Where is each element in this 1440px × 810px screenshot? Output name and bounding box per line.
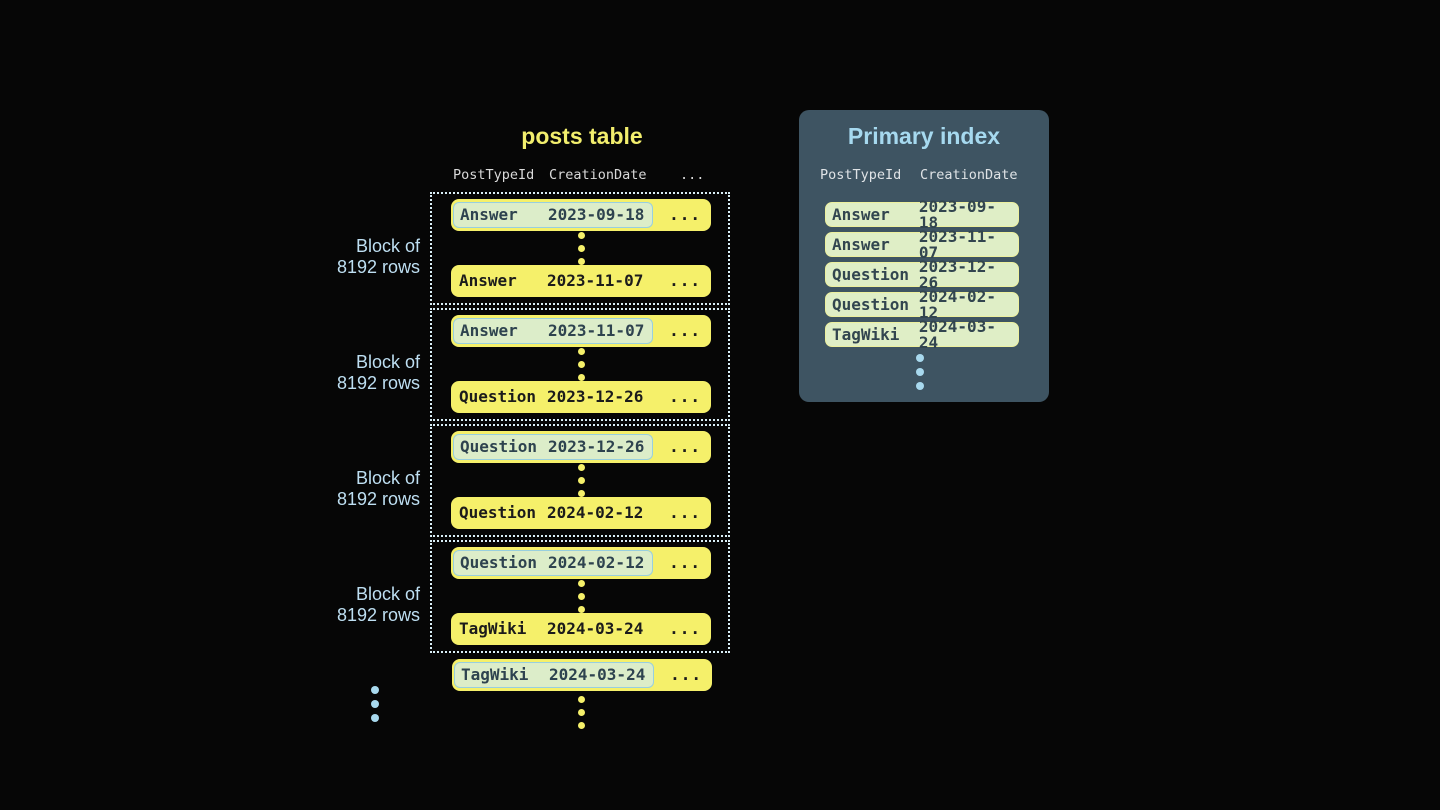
post-type-cell: Question (459, 503, 537, 522)
creation-date-cell: 2024-02-12 (918, 286, 996, 322)
row-block-4: Question 2024-02-12 ... TagWiki 2024-03-… (430, 540, 730, 653)
index-entry: Question 2023-12-26 (825, 258, 1019, 290)
table-row-next-block-first: TagWiki 2024-03-24 ... (452, 659, 712, 691)
index-entry: TagWiki 2024-03-24 (825, 318, 1019, 350)
row-block-2: Answer 2023-11-07 ... Question 2023-12-2… (430, 308, 730, 421)
row-ellipsis: ... (669, 387, 701, 406)
header-creation-date: CreationDate (920, 167, 1018, 183)
block-label-line2: 8192 rows (336, 489, 420, 509)
primary-index-entries: Answer 2023-09-18 Answer 2023-11-07 Ques… (825, 198, 1019, 350)
block-label-line1: Block of (355, 236, 420, 256)
posts-table-title: posts table (521, 123, 643, 149)
post-type-cell: Answer (459, 271, 517, 290)
indexed-entry-highlight: Answer 2023-11-07 (453, 318, 654, 344)
block-label-line1: Block of (355, 352, 420, 372)
table-row-last: Question 2023-12-26 ... (451, 381, 711, 413)
post-type-cell: Answer (832, 234, 890, 254)
row-ellipsis: ... (669, 503, 701, 522)
indexed-entry-highlight: TagWiki 2024-03-24 (454, 662, 655, 688)
block-label-line2: 8192 rows (336, 373, 420, 393)
post-type-cell: Answer (460, 321, 518, 340)
row-ellipsis: ... (669, 271, 701, 290)
row-ellipsis: ... (669, 321, 701, 340)
creation-date-cell: 2023-12-26 (548, 437, 645, 456)
table-row-first: Question 2023-12-26 ... (451, 431, 711, 463)
table-row-first: Answer 2023-09-18 ... (451, 199, 711, 231)
index-entry: Question 2024-02-12 (825, 288, 1019, 320)
creation-date-cell: 2024-03-24 (549, 665, 646, 684)
header-creation-date: CreationDate (549, 167, 647, 183)
posts-table-blocks: Answer 2023-09-18 ... Answer 2023-11-07 … (430, 192, 730, 656)
posts-table-header-row: PostTypeId CreationDate ... (453, 167, 704, 183)
post-type-cell: TagWiki (832, 324, 900, 344)
creation-date-cell: 2023-12-26 (918, 256, 996, 292)
header-post-type-id: PostTypeId (453, 167, 535, 183)
row-ellipsis: ... (670, 665, 702, 684)
block-label-line2: 8192 rows (336, 257, 420, 277)
block-label-4: Block of 8192 rows (240, 584, 420, 626)
post-type-cell: Question (460, 553, 538, 572)
indexed-entry-highlight: Question 2024-02-12 (453, 550, 654, 576)
creation-date-cell: 2024-02-12 (547, 503, 644, 522)
index-entry: Answer 2023-11-07 (825, 228, 1019, 260)
block-label-3: Block of 8192 rows (240, 468, 420, 510)
row-ellipsis: ... (669, 205, 701, 224)
block-label-line2: 8192 rows (336, 605, 420, 625)
creation-date-cell: 2023-09-18 (918, 196, 996, 232)
vertical-ellipsis-dots (577, 463, 585, 497)
block-label-2: Block of 8192 rows (240, 352, 420, 394)
block-label-1: Block of 8192 rows (240, 236, 420, 278)
post-type-cell: Answer (460, 205, 518, 224)
row-ellipsis: ... (669, 437, 701, 456)
row-ellipsis: ... (669, 553, 701, 572)
vertical-ellipsis-dots (577, 579, 585, 613)
creation-date-cell: 2024-03-24 (918, 316, 996, 352)
header-post-type-id: PostTypeId (820, 167, 902, 183)
primary-index-header-row: PostTypeId CreationDate (820, 167, 1018, 183)
more-index-entries-ellipsis-dots (916, 354, 924, 390)
primary-index-title: Primary index (847, 123, 1001, 149)
more-rows-ellipsis-dots (578, 696, 585, 729)
post-type-cell: TagWiki (459, 619, 527, 638)
row-ellipsis: ... (669, 619, 701, 638)
index-entry: Answer 2023-09-18 (825, 198, 1019, 230)
row-block-3: Question 2023-12-26 ... Question 2024-02… (430, 424, 730, 537)
creation-date-cell: 2024-02-12 (548, 553, 645, 572)
post-type-cell: TagWiki (461, 665, 529, 684)
creation-date-cell: 2023-11-07 (548, 321, 645, 340)
block-label-line1: Block of (355, 584, 420, 604)
indexed-entry-highlight: Answer 2023-09-18 (453, 202, 654, 228)
table-row-first: Answer 2023-11-07 ... (451, 315, 711, 347)
vertical-ellipsis-dots (577, 231, 585, 265)
post-type-cell: Question (832, 264, 910, 284)
post-type-cell: Answer (832, 204, 890, 224)
table-row-first: Question 2024-02-12 ... (451, 547, 711, 579)
row-block-1: Answer 2023-09-18 ... Answer 2023-11-07 … (430, 192, 730, 305)
table-row-last: Answer 2023-11-07 ... (451, 265, 711, 297)
creation-date-cell: 2023-11-07 (547, 271, 644, 290)
more-blocks-ellipsis-dots (371, 686, 379, 722)
creation-date-cell: 2024-03-24 (547, 619, 644, 638)
post-type-cell: Question (460, 437, 538, 456)
post-type-cell: Question (832, 294, 910, 314)
table-row-last: TagWiki 2024-03-24 ... (451, 613, 711, 645)
vertical-ellipsis-dots (577, 347, 585, 381)
creation-date-cell: 2023-09-18 (548, 205, 645, 224)
table-row-last: Question 2024-02-12 ... (451, 497, 711, 529)
creation-date-cell: 2023-11-07 (918, 226, 996, 262)
primary-index-panel: Primary index PostTypeId CreationDate An… (799, 110, 1049, 402)
creation-date-cell: 2023-12-26 (547, 387, 644, 406)
post-type-cell: Question (459, 387, 537, 406)
indexed-entry-highlight: Question 2023-12-26 (453, 434, 654, 460)
header-more-columns: ... (680, 167, 705, 183)
block-label-line1: Block of (355, 468, 420, 488)
